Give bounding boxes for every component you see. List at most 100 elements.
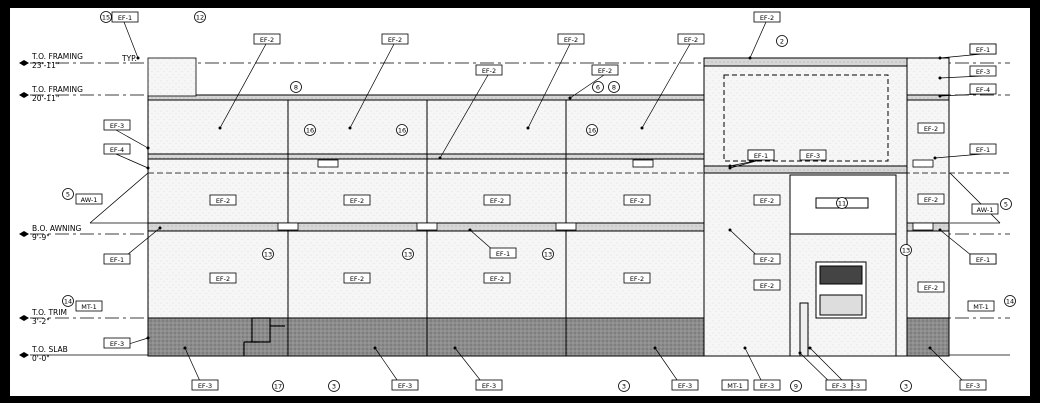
material-tag-label: EF-2 [760, 256, 774, 264]
material-tag: EF-2 [917, 193, 945, 205]
material-tag-label: EF-3 [832, 382, 846, 390]
material-tag-label: EF-2 [388, 36, 402, 44]
material-tag: EF-2 [483, 194, 511, 206]
level-5-name: T.O. SLAB [31, 345, 68, 354]
spec-tag-label: AW-1 [977, 206, 994, 214]
material-tag-label: EF-2 [350, 197, 364, 205]
material-tag-label: EF-4 [976, 86, 990, 94]
keynote-k13a: 13 [262, 248, 274, 260]
keynote-k16c: 16 [586, 124, 598, 136]
material-tag-label: EF-3 [966, 382, 980, 390]
material-tag-label: EF-2 [564, 36, 578, 44]
material-tag-label: EF-1 [496, 250, 510, 258]
material-tag: EF-2 [343, 194, 371, 206]
material-tag: EF-2 [623, 272, 651, 284]
keynote-k3b: 3 [618, 380, 630, 392]
material-tag: EF-3 [938, 65, 997, 80]
material-tag: EF-2 [568, 64, 619, 100]
material-tag-label: EF-2 [924, 196, 938, 204]
material-tag: EF-1 [933, 143, 997, 160]
keynote-k3c: 3 [900, 380, 912, 392]
spec-tag: AW-1 [971, 203, 999, 215]
material-tag: EF-3 [743, 346, 781, 391]
keynote-k5l: 5 [62, 188, 74, 200]
keynote-number: 14 [64, 297, 72, 305]
keynote-k6: 6 [592, 81, 604, 93]
keynote-number: 13 [544, 250, 552, 258]
material-tag: EF-1 [969, 253, 997, 265]
keynote-number: 15 [102, 13, 110, 21]
material-tag: EF-3 [183, 346, 219, 391]
level-1-note: TYP. [121, 54, 137, 63]
material-tag: EF-4 [938, 83, 997, 98]
material-tag-label: EF-3 [760, 382, 774, 390]
material-tag-label: EF-2 [482, 67, 496, 75]
material-tag: EF-3 [653, 346, 699, 391]
material-tag: EF-2 [640, 33, 705, 130]
material-tag-label: EF-1 [976, 46, 990, 54]
material-tag: EF-3 [798, 351, 853, 391]
keynote-k12: 12 [194, 11, 206, 23]
material-tag-label: EF-2 [216, 275, 230, 283]
spec-tag-label: MT-1 [973, 303, 988, 311]
material-tag: EF-2 [343, 272, 371, 284]
keynote-k15: 15 [100, 11, 112, 23]
exterior-elevation-drawing: T.O. FRAMING 23'-11" TYP. T.O. FRAMING 2… [19, 11, 1016, 392]
spec-tag-label: MT-1 [81, 303, 96, 311]
level-1-value: 23'-11" [32, 61, 59, 70]
keynote-k16b: 16 [396, 124, 408, 136]
material-tag: EF-2 [348, 33, 409, 130]
level-1-name: T.O. FRAMING [31, 52, 83, 61]
material-tag-label: EF-1 [976, 256, 990, 264]
keynote-number: 2 [780, 37, 784, 45]
level-2-value: 20'-11" [32, 94, 59, 103]
material-tag-label: EF-3 [110, 340, 124, 348]
keynote-k2: 2 [776, 35, 788, 47]
keynote-number: 3 [622, 382, 626, 390]
material-tag: EF-3 [799, 149, 827, 161]
keynote-k8b: 8 [608, 81, 620, 93]
material-tag-label: EF-2 [490, 275, 504, 283]
material-tag: EF-4 [103, 143, 150, 170]
keynote-k3a: 3 [328, 380, 340, 392]
material-tag: EF-3 [928, 346, 987, 391]
material-tag-label: EF-2 [684, 36, 698, 44]
material-tag: EF-2 [209, 272, 237, 284]
material-tag: EF-2 [748, 11, 781, 60]
keynote-number: 16 [588, 126, 596, 134]
keynote-k13b: 13 [402, 248, 414, 260]
material-tag-label: EF-2 [260, 36, 274, 44]
material-tag-label: EF-3 [198, 382, 212, 390]
material-tag: EF-1 [728, 149, 775, 170]
material-tag: EF-2 [728, 228, 781, 265]
tower-element [703, 57, 908, 357]
material-tag-label: EF-2 [598, 67, 612, 75]
keynote-k5r: 5 [1000, 198, 1012, 210]
level-2-name: T.O. FRAMING [31, 85, 83, 94]
keynote-k13c: 13 [542, 248, 554, 260]
keynote-number: 3 [904, 382, 908, 390]
material-tag-label: EF-3 [398, 382, 412, 390]
material-tag: EF-1 [111, 11, 140, 60]
keynote-number: 11 [838, 199, 846, 207]
level-5-value: 0'-0" [32, 354, 50, 363]
keynote-number: 17 [274, 382, 282, 390]
material-tag-label: EF-2 [924, 284, 938, 292]
keynote-number: 16 [398, 126, 406, 134]
material-tag-label: EF-2 [760, 282, 774, 290]
spec-tag: MT-1 [967, 300, 995, 312]
material-tag-label: EF-2 [630, 197, 644, 205]
keynote-k9: 9 [790, 380, 802, 392]
keynote-number: 14 [1006, 297, 1014, 305]
spec-tag-label: MT-1 [727, 382, 742, 390]
keynote-number: 5 [66, 190, 70, 198]
spec-tag: MT-1 [721, 379, 749, 391]
material-tag-label: EF-2 [216, 197, 230, 205]
material-tag-label: EF-2 [924, 125, 938, 133]
material-tag: EF-2 [623, 194, 651, 206]
spec-tag: AW-1 [75, 193, 103, 205]
material-tag-label: EF-1 [118, 14, 132, 22]
material-tag-label: EF-3 [482, 382, 496, 390]
material-tag: EF-2 [438, 64, 503, 160]
